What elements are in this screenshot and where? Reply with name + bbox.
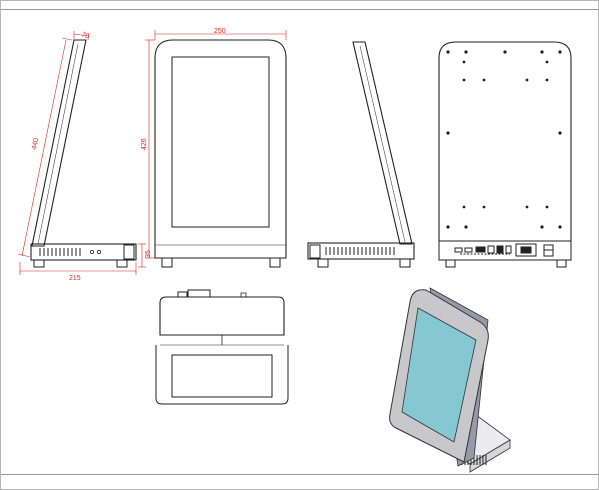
dimension-top-depth: 70: [80, 31, 90, 40]
dimension-base-depth: 215: [69, 275, 81, 282]
side-vents-right: [325, 247, 395, 255]
top-rule: [1, 9, 598, 10]
io-ports: [454, 243, 554, 257]
top-view: [155, 289, 289, 405]
left-side-view: 70 440 215 35: [17, 31, 152, 282]
dimension-height: 426: [141, 138, 148, 150]
bottom-rule: [1, 474, 598, 475]
front-view: 250 426: [141, 28, 287, 268]
dimension-diagonal: 440: [31, 137, 40, 150]
dimension-width: 250: [214, 28, 226, 35]
display-screen: [401, 307, 477, 443]
right-side-view: [307, 41, 415, 268]
isometric-render: [389, 287, 511, 473]
back-view: [438, 41, 572, 268]
dimension-base-height: 35: [145, 250, 152, 258]
screw-holes: [446, 50, 562, 229]
side-vents: [39, 248, 81, 256]
